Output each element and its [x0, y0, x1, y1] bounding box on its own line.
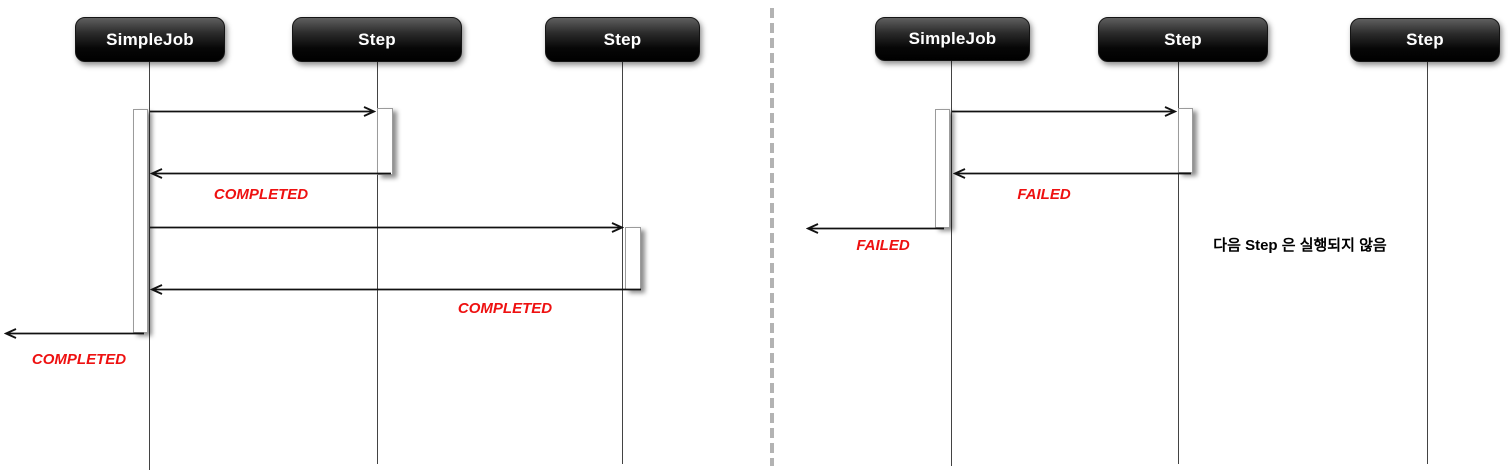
left-final-status-label: COMPLETED [31, 351, 127, 368]
left-actor-label-simplejob: SimpleJob [106, 29, 194, 49]
right-actor-box-step-2: Step [1350, 18, 1500, 62]
right-activation-simplejob [935, 109, 950, 228]
left-actor-label-step-2: Step [603, 29, 642, 49]
left-lifeline-step-1 [377, 62, 378, 464]
right-actor-label-step-1: Step [1164, 29, 1202, 49]
right-lifeline-step-2 [1427, 62, 1428, 464]
left-return1-status-label: COMPLETED [213, 186, 309, 203]
left-actor-box-step-1: Step [292, 17, 462, 62]
right-final-status-label: FAILED [856, 237, 910, 254]
right-actor-label-step-2: Step [1406, 30, 1444, 49]
divider-dashed-line [770, 8, 774, 466]
right-actor-box-simplejob: SimpleJob [875, 17, 1030, 61]
left-actor-box-step-2: Step [545, 17, 700, 62]
left-activation-step-2 [625, 227, 641, 290]
right-return1-status-label: FAILED [1017, 186, 1071, 203]
left-return2-status-label: COMPLETED [457, 300, 553, 317]
right-actor-label-simplejob: SimpleJob [908, 29, 997, 48]
left-activation-simplejob [133, 109, 148, 333]
right-lifeline-simplejob [951, 61, 952, 466]
left-lifeline-step-2 [622, 62, 623, 464]
right-lifeline-step-1 [1178, 62, 1179, 464]
left-actor-label-step-1: Step [358, 29, 396, 49]
left-activation-step-1 [377, 108, 393, 175]
left-actor-box-simplejob: SimpleJob [75, 17, 225, 62]
right-note-text: 다음 Step 은 실행되지 않음 [1213, 237, 1387, 254]
left-lifeline-simplejob [149, 62, 150, 470]
right-activation-step-1 [1178, 108, 1193, 173]
right-actor-box-step-1: Step [1098, 17, 1268, 62]
